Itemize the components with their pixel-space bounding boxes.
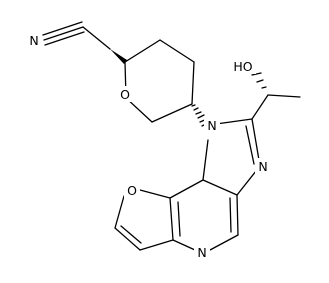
nitrile-group	[42, 21, 111, 50]
tetrahydropyran-ring	[110, 39, 195, 123]
imidazole-ring	[202, 118, 261, 196]
atom-labels: N O N N HO O N	[27, 32, 271, 260]
atom-n-imidazole-3: N	[258, 159, 267, 174]
hydroxyethyl-group	[251, 72, 301, 120]
atom-n-pyridine: N	[197, 245, 206, 260]
stereo-wedge-c2	[110, 49, 127, 64]
atom-hydroxyl: HO	[233, 59, 252, 74]
furan-ring	[114, 189, 174, 251]
atom-o-pyran: O	[120, 87, 130, 102]
atom-n-imidazole-1: N	[207, 118, 216, 133]
pyridine-ring	[169, 179, 239, 251]
atom-n-nitrile: N	[29, 33, 38, 48]
atom-o-furan: O	[127, 183, 137, 198]
